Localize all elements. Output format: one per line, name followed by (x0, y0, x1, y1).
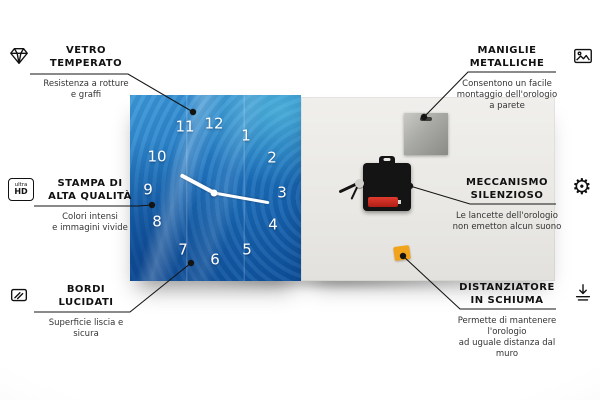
picture-frame-icon (572, 45, 594, 112)
clock-number: 3 (277, 185, 287, 201)
clock-number: 7 (178, 242, 188, 258)
callout-title: MANIGLIE (477, 45, 537, 56)
clock-number: 8 (152, 214, 162, 230)
mechanism-shaft (355, 179, 364, 188)
ultra-hd-label-top: ultra (14, 181, 28, 188)
polished-edge-icon (8, 284, 30, 340)
foam-spacer (393, 244, 411, 262)
callout-title: STAMPA DI (57, 178, 123, 189)
hanger-slot (420, 117, 432, 121)
callout-description: Le lancette dell'orologio non emetton al… (452, 211, 562, 233)
callout-silent-mechanism: MECCANISMO SILENZIOSO Le lancette dell'o… (448, 175, 592, 233)
wall-spacer-icon (572, 282, 594, 360)
diamond-icon (8, 45, 30, 101)
callout-title: LUCIDATI (58, 296, 114, 308)
clock-number: 10 (147, 149, 166, 165)
callout-description: Permette di mantenere l'orologio ad ugua… (457, 316, 557, 360)
callout-title: DISTANZIATORE (459, 282, 555, 293)
mechanism-hanger-hole (379, 156, 395, 164)
callout-high-quality-print: ultra HD STAMPA DI ALTA QUALITÀ Colori i… (8, 178, 140, 234)
callout-title: IN SCHIUMA (470, 294, 544, 306)
callout-title: METALLICHE (469, 57, 545, 69)
callout-polished-edges: BORDI LUCIDATI Superficie liscia e sicur… (8, 284, 140, 340)
clock-number: 12 (204, 116, 223, 132)
callout-title: VETRO (65, 45, 107, 56)
clock-number: 9 (143, 182, 153, 198)
callout-title: SILENZIOSO (470, 189, 544, 201)
battery (368, 197, 401, 207)
clock-front-image: 12 1 2 3 4 5 6 7 8 9 10 11 (130, 95, 301, 281)
gear-icon: ⚙ (572, 175, 592, 200)
callout-title: TEMPERATO (49, 57, 123, 69)
callout-title: ALTA QUALITÀ (48, 190, 132, 202)
callout-description: Consentono un facile montaggio dell'orol… (456, 79, 558, 112)
callout-description: Colori intensi e immagini vivide (52, 212, 128, 234)
callout-foam-spacer: DISTANZIATORE IN SCHIUMA Permette di man… (448, 282, 594, 360)
clock-mechanism (355, 156, 411, 211)
clock-number: 1 (241, 128, 251, 144)
callout-title: BORDI (66, 284, 106, 295)
glass-reflection (130, 95, 301, 281)
callout-tempered-glass: VETRO TEMPERATO Resistenza a rotture e g… (8, 45, 140, 101)
clock-number: 2 (267, 150, 277, 166)
callout-title: MECCANISMO (466, 177, 548, 188)
clock-number: 6 (210, 252, 220, 268)
clock-number: 5 (242, 242, 252, 258)
callout-description: Superficie liscia e sicura (48, 318, 124, 340)
clock-number: 4 (268, 217, 278, 233)
ultra-hd-label-bottom: HD (14, 187, 28, 197)
clock-number: 11 (175, 119, 194, 135)
callout-description: Resistenza a rotture e graffi (43, 79, 129, 101)
metal-hanger-plate (404, 113, 448, 155)
callout-metal-handles: MANIGLIE METALLICHE Consentono un facile… (448, 45, 594, 112)
clock-center-cap (210, 189, 218, 197)
ultra-hd-icon: ultra HD (8, 178, 34, 201)
